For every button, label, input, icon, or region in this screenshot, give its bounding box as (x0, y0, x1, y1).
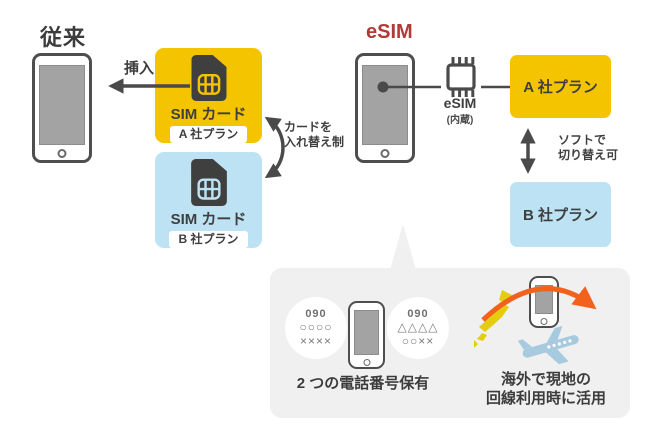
sim-card-b-label: SIM カード (170, 211, 247, 228)
overseas-caption: 海外で現地の 回線利用時に活用 (485, 371, 606, 407)
sim-card-a-box: SIM カード A 社プラン (155, 48, 262, 143)
number-line: ○○×× (401, 334, 435, 348)
esim-chip-sublabel: (内蔵) (446, 115, 474, 126)
sim-card-a-label: SIM カード (170, 106, 247, 123)
conventional-title: 従来 (40, 25, 87, 50)
number-prefix: 090 (407, 308, 429, 320)
swap-note: カードを 入れ替え制 (284, 120, 345, 149)
number-line: ×××× (299, 334, 333, 348)
insert-arrow-label: 挿入 (124, 60, 155, 77)
phone-number-bubble-left: 090 ○○○○ ×××× (285, 297, 347, 359)
callout-pointer (390, 224, 416, 270)
plan-b-box: B 社プラン (510, 182, 611, 247)
phone-home-button (57, 149, 67, 158)
japan-map-icon (474, 290, 512, 348)
smartphone-icon (348, 301, 385, 369)
phone-screen (362, 65, 408, 145)
smartphone-icon (529, 276, 559, 328)
smartphone-icon (32, 53, 92, 163)
phone-screen (354, 310, 379, 355)
esim-title: eSIM (366, 21, 413, 43)
phone-home-button (363, 359, 370, 366)
sim-card-a-plan-badge: A 社プラン (169, 126, 248, 143)
smartphone-icon (355, 53, 415, 163)
esim-chip-label: eSIM (443, 95, 477, 111)
sim-card-b-box: SIM カード B 社プラン (155, 152, 262, 248)
phone-screen (39, 65, 85, 145)
card-swap-arrow (264, 116, 285, 179)
number-line: ○○○○ (299, 320, 333, 334)
number-line: △△△△ (397, 320, 439, 334)
phone-screen (535, 285, 553, 314)
sim-card-icon (190, 159, 227, 206)
phone-home-button (380, 149, 390, 158)
number-prefix: 090 (305, 308, 327, 320)
esim-chip-icon (446, 57, 476, 97)
airplane-icon (517, 325, 579, 365)
software-switch-note: ソフトで 切り替え可 (558, 133, 619, 162)
sim-card-b-plan-badge: B 社プラン (169, 231, 248, 248)
two-numbers-caption: 2 つの電話番号保有 (296, 375, 430, 392)
phone-number-bubble-right: 090 △△△△ ○○×× (387, 297, 449, 359)
sim-card-icon (191, 55, 226, 101)
plan-a-box: A 社プラン (510, 55, 611, 118)
